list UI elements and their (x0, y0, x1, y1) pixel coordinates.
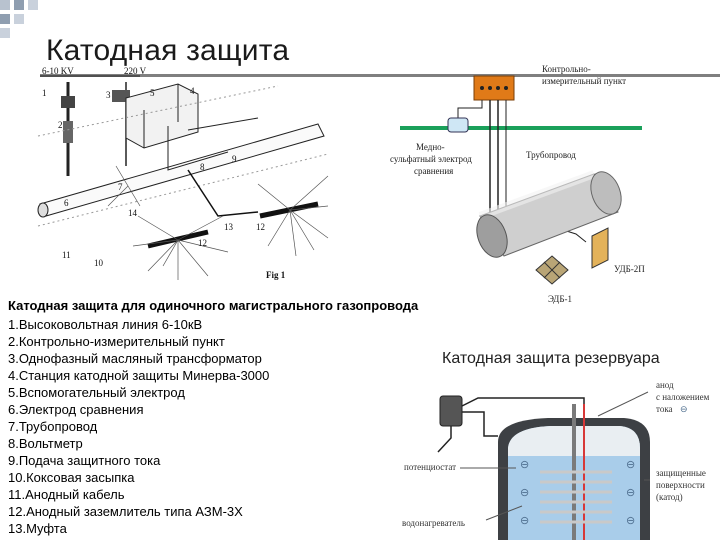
fig-number-12: 12 (198, 238, 207, 248)
fig-number-10: 10 (94, 258, 104, 268)
fig-number-5: 5 (150, 88, 155, 98)
list-item: 13.Муфта (8, 521, 67, 536)
svg-text:⊖: ⊖ (626, 487, 635, 499)
list-item: 10.Коксовая засыпка (8, 470, 135, 485)
fig-number-6: 6 (64, 198, 69, 208)
potentiostat-label: потенциостат (404, 462, 456, 472)
fig-number-1: 1 (42, 88, 47, 98)
svg-text:⊖: ⊖ (626, 515, 635, 527)
kip-label-1: Контрольно- (542, 64, 591, 74)
measuring-point-figure: Контрольно- измерительный пункт Медно- с… (390, 64, 645, 304)
edb-label: ЭДБ-1 (548, 294, 572, 304)
electrode-label-3: сравнения (414, 166, 453, 176)
fig-number-12b: 12 (256, 222, 265, 232)
fig-number-11: 11 (62, 250, 71, 260)
pipe-label: Трубопровод (526, 150, 576, 160)
fig-number-9: 9 (232, 154, 237, 164)
svg-text:⊖: ⊖ (626, 459, 635, 471)
corner-decoration (0, 0, 38, 38)
fig-label: Fig 1 (266, 270, 286, 280)
pipeline-protection-figure: 6-10 KV 220 V 1 2 3 4 5 6 7 8 9 10 11 12… (37, 66, 329, 280)
svg-text:⊖: ⊖ (520, 515, 529, 527)
svg-text:⊖: ⊖ (520, 459, 529, 471)
fig-number-7: 7 (118, 182, 123, 192)
fig-number-2: 2 (58, 120, 63, 130)
fig-number-4: 4 (190, 86, 195, 96)
fig-number-3: 3 (106, 90, 111, 100)
list-item: 5.Вспомогательный электрод (8, 385, 185, 400)
fig-number-13: 13 (224, 222, 234, 232)
fig-number-14: 14 (128, 208, 138, 218)
component-list: 1.Высоковольтная линия 6-10кВ 2.Контроль… (8, 316, 269, 537)
list-item: 6.Электрод сравнения (8, 402, 144, 417)
list-item: 12.Анодный заземлитель типа АЗМ-3Х (8, 504, 243, 519)
title-underline (40, 74, 720, 77)
protected-label-1: защищенные (656, 468, 706, 478)
kip-label-2: измерительный пункт (542, 76, 626, 86)
heater-label: водонагреватель (402, 518, 465, 528)
potentiostat-device (439, 395, 463, 427)
protected-label-2: поверхности (656, 480, 705, 490)
list-item: 3.Однофазный масляный трансформатор (8, 351, 262, 366)
protected-label-3: (катод) (656, 492, 683, 502)
list-item: 11.Анодный кабель (8, 487, 125, 502)
list-item: 1.Высоковольтная линия 6-10кВ (8, 317, 203, 332)
voltage-high-label: 6-10 KV (42, 66, 74, 76)
voltage-low-label: 220 V (124, 66, 147, 76)
svg-text:⊖: ⊖ (520, 487, 529, 499)
anode-label-1: анод (656, 380, 674, 390)
anode-sign-icon: ⊖ (680, 404, 688, 414)
anode-label-2: с наложением (656, 392, 710, 402)
slide-title: Катодная защита (46, 34, 290, 67)
tank-protection-figure: ⊖ ⊖ ⊖ ⊖ ⊖ ⊖ потенциостат водонагреватель ан… (402, 380, 710, 540)
electrode-label-2: сульфатный электрод (390, 154, 472, 164)
fig-number-8: 8 (200, 162, 205, 172)
udb-label: УДБ-2П (614, 264, 645, 274)
electrode-label-1: Медно- (416, 142, 445, 152)
anode-label-3: тока (656, 404, 673, 414)
list-item: 7.Трубопровод (8, 419, 98, 434)
list-item: 8.Вольтметр (8, 436, 83, 451)
list-item: 2.Контрольно-измерительный пункт (8, 334, 225, 349)
figure-caption: Катодная защита для одиночного магистрал… (8, 298, 419, 313)
list-item: 9.Подача защитного тока (8, 453, 161, 468)
tank-title: Катодная защита резервуара (442, 350, 660, 367)
list-item: 4.Станция катодной защиты Минерва-3000 (8, 368, 270, 383)
